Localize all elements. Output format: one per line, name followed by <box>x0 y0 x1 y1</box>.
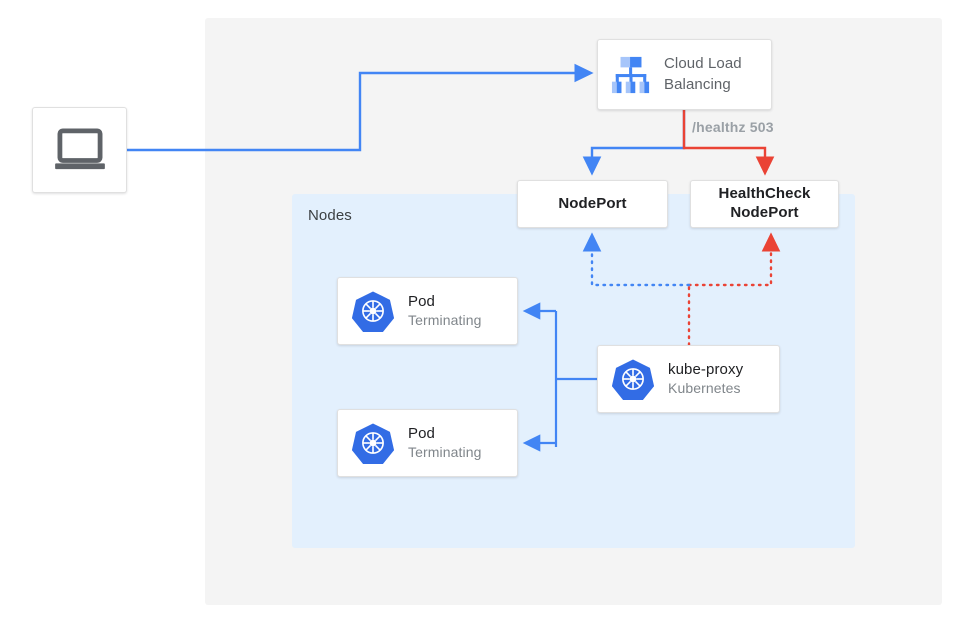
pod-node-2-title: Pod <box>408 424 435 442</box>
nodeport-node[interactable]: NodePort <box>517 180 668 228</box>
kube-proxy-text: kube-proxy Kubernetes <box>668 360 743 398</box>
pod-node-1-status: Terminating <box>408 312 482 329</box>
cloud-load-balancing-label: Cloud Load Balancing <box>664 54 742 95</box>
pod-node-2-text: Pod Terminating <box>408 424 481 462</box>
pod-node-2-status: Terminating <box>408 444 482 461</box>
cloud-load-balancing-label-line1: Cloud Load <box>664 55 742 73</box>
cloud-load-balancing-icon <box>611 56 650 93</box>
kubernetes-icon <box>352 291 394 332</box>
client-node[interactable] <box>32 107 127 193</box>
healthcheck-nodeport-node[interactable]: HealthCheck NodePort <box>690 180 839 228</box>
cloud-load-balancing-label-line2: Balancing <box>664 75 731 93</box>
nodes-panel-label: Nodes <box>308 207 352 224</box>
kube-proxy-subtitle: Kubernetes <box>668 380 741 397</box>
healthcheck-nodeport-label-line1: HealthCheck <box>718 185 811 203</box>
healthz-edge-label: /healthz 503 <box>692 119 774 135</box>
kube-proxy-node[interactable]: kube-proxy Kubernetes <box>597 345 780 413</box>
pod-node-1[interactable]: Pod Terminating <box>337 277 518 345</box>
laptop-icon <box>54 128 105 170</box>
kube-proxy-title: kube-proxy <box>668 360 744 378</box>
pod-node-1-title: Pod <box>408 292 435 310</box>
healthcheck-nodeport-label-line2: NodePort <box>730 204 799 221</box>
kubernetes-icon <box>612 359 654 400</box>
pod-node-2[interactable]: Pod Terminating <box>337 409 518 477</box>
pod-node-1-text: Pod Terminating <box>408 292 481 330</box>
nodeport-label: NodePort <box>558 194 627 212</box>
kubernetes-icon <box>352 423 394 464</box>
healthcheck-nodeport-label: HealthCheck NodePort <box>719 185 811 223</box>
cloud-load-balancing-node[interactable]: Cloud Load Balancing <box>597 39 772 110</box>
